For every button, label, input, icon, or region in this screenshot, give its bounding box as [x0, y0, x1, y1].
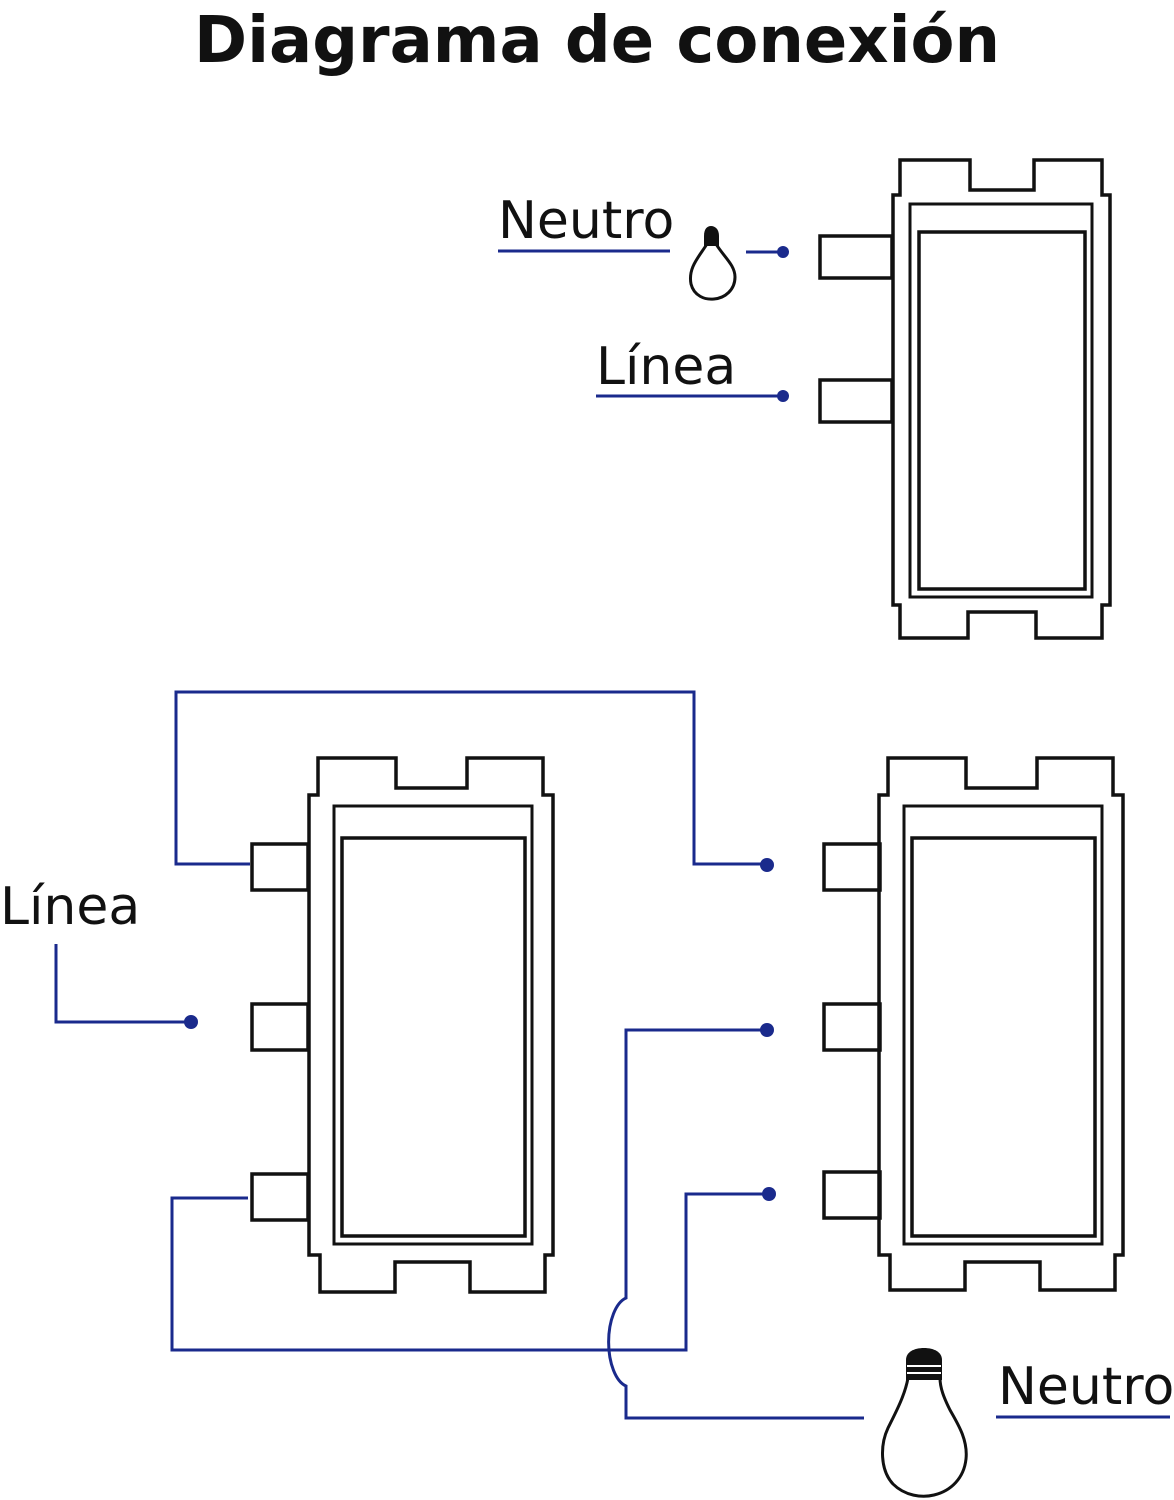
label-bottom-line: Línea — [0, 877, 140, 937]
terminal-dot-right-common — [760, 1023, 774, 1037]
switch-frame — [877, 756, 1125, 1292]
wire-traveler-top — [174, 690, 766, 866]
terminal-dot-right-bottom — [762, 1187, 776, 1201]
switch-terminal-bottom — [822, 1170, 882, 1220]
switch-bezel — [332, 804, 534, 1246]
switch-bezel — [902, 804, 1104, 1246]
small-bulb-icon — [688, 226, 737, 301]
switch-terminal-bottom — [250, 1172, 310, 1222]
switch-terminal-top — [250, 842, 310, 892]
large-bulb-icon — [881, 1348, 968, 1498]
label-bottom-neutral: Neutro — [998, 1357, 1174, 1417]
terminal-dot-top-line — [777, 390, 789, 402]
switch-terminal-middle — [822, 1002, 882, 1052]
switch-terminal-bottom — [818, 378, 894, 424]
diagram-title: Diagrama de conexión — [194, 4, 1000, 78]
single-pole-switch — [818, 158, 1112, 640]
wire-bottom-line-feed — [54, 944, 190, 1024]
switch-rocker — [910, 836, 1097, 1238]
switch-terminal-top — [822, 842, 882, 892]
switch-rocker — [917, 230, 1087, 591]
switch-bezel — [908, 202, 1094, 599]
terminal-dot-left-common — [184, 1015, 198, 1029]
switch-frame — [891, 158, 1112, 640]
terminal-dot-right-top — [760, 858, 774, 872]
wire-load — [607, 1028, 864, 1420]
switch-terminal-top — [818, 234, 894, 280]
three-way-switch-left — [250, 756, 555, 1294]
wire-traveler-bottom — [170, 1192, 766, 1352]
label-top-line: Línea — [596, 337, 736, 397]
terminal-dot-top-neutral — [777, 246, 789, 258]
switch-terminal-middle — [250, 1002, 310, 1052]
label-top-neutral: Neutro — [498, 191, 674, 251]
switch-frame — [307, 756, 555, 1294]
switch-rocker — [340, 836, 527, 1238]
three-way-switch-right — [822, 756, 1125, 1292]
